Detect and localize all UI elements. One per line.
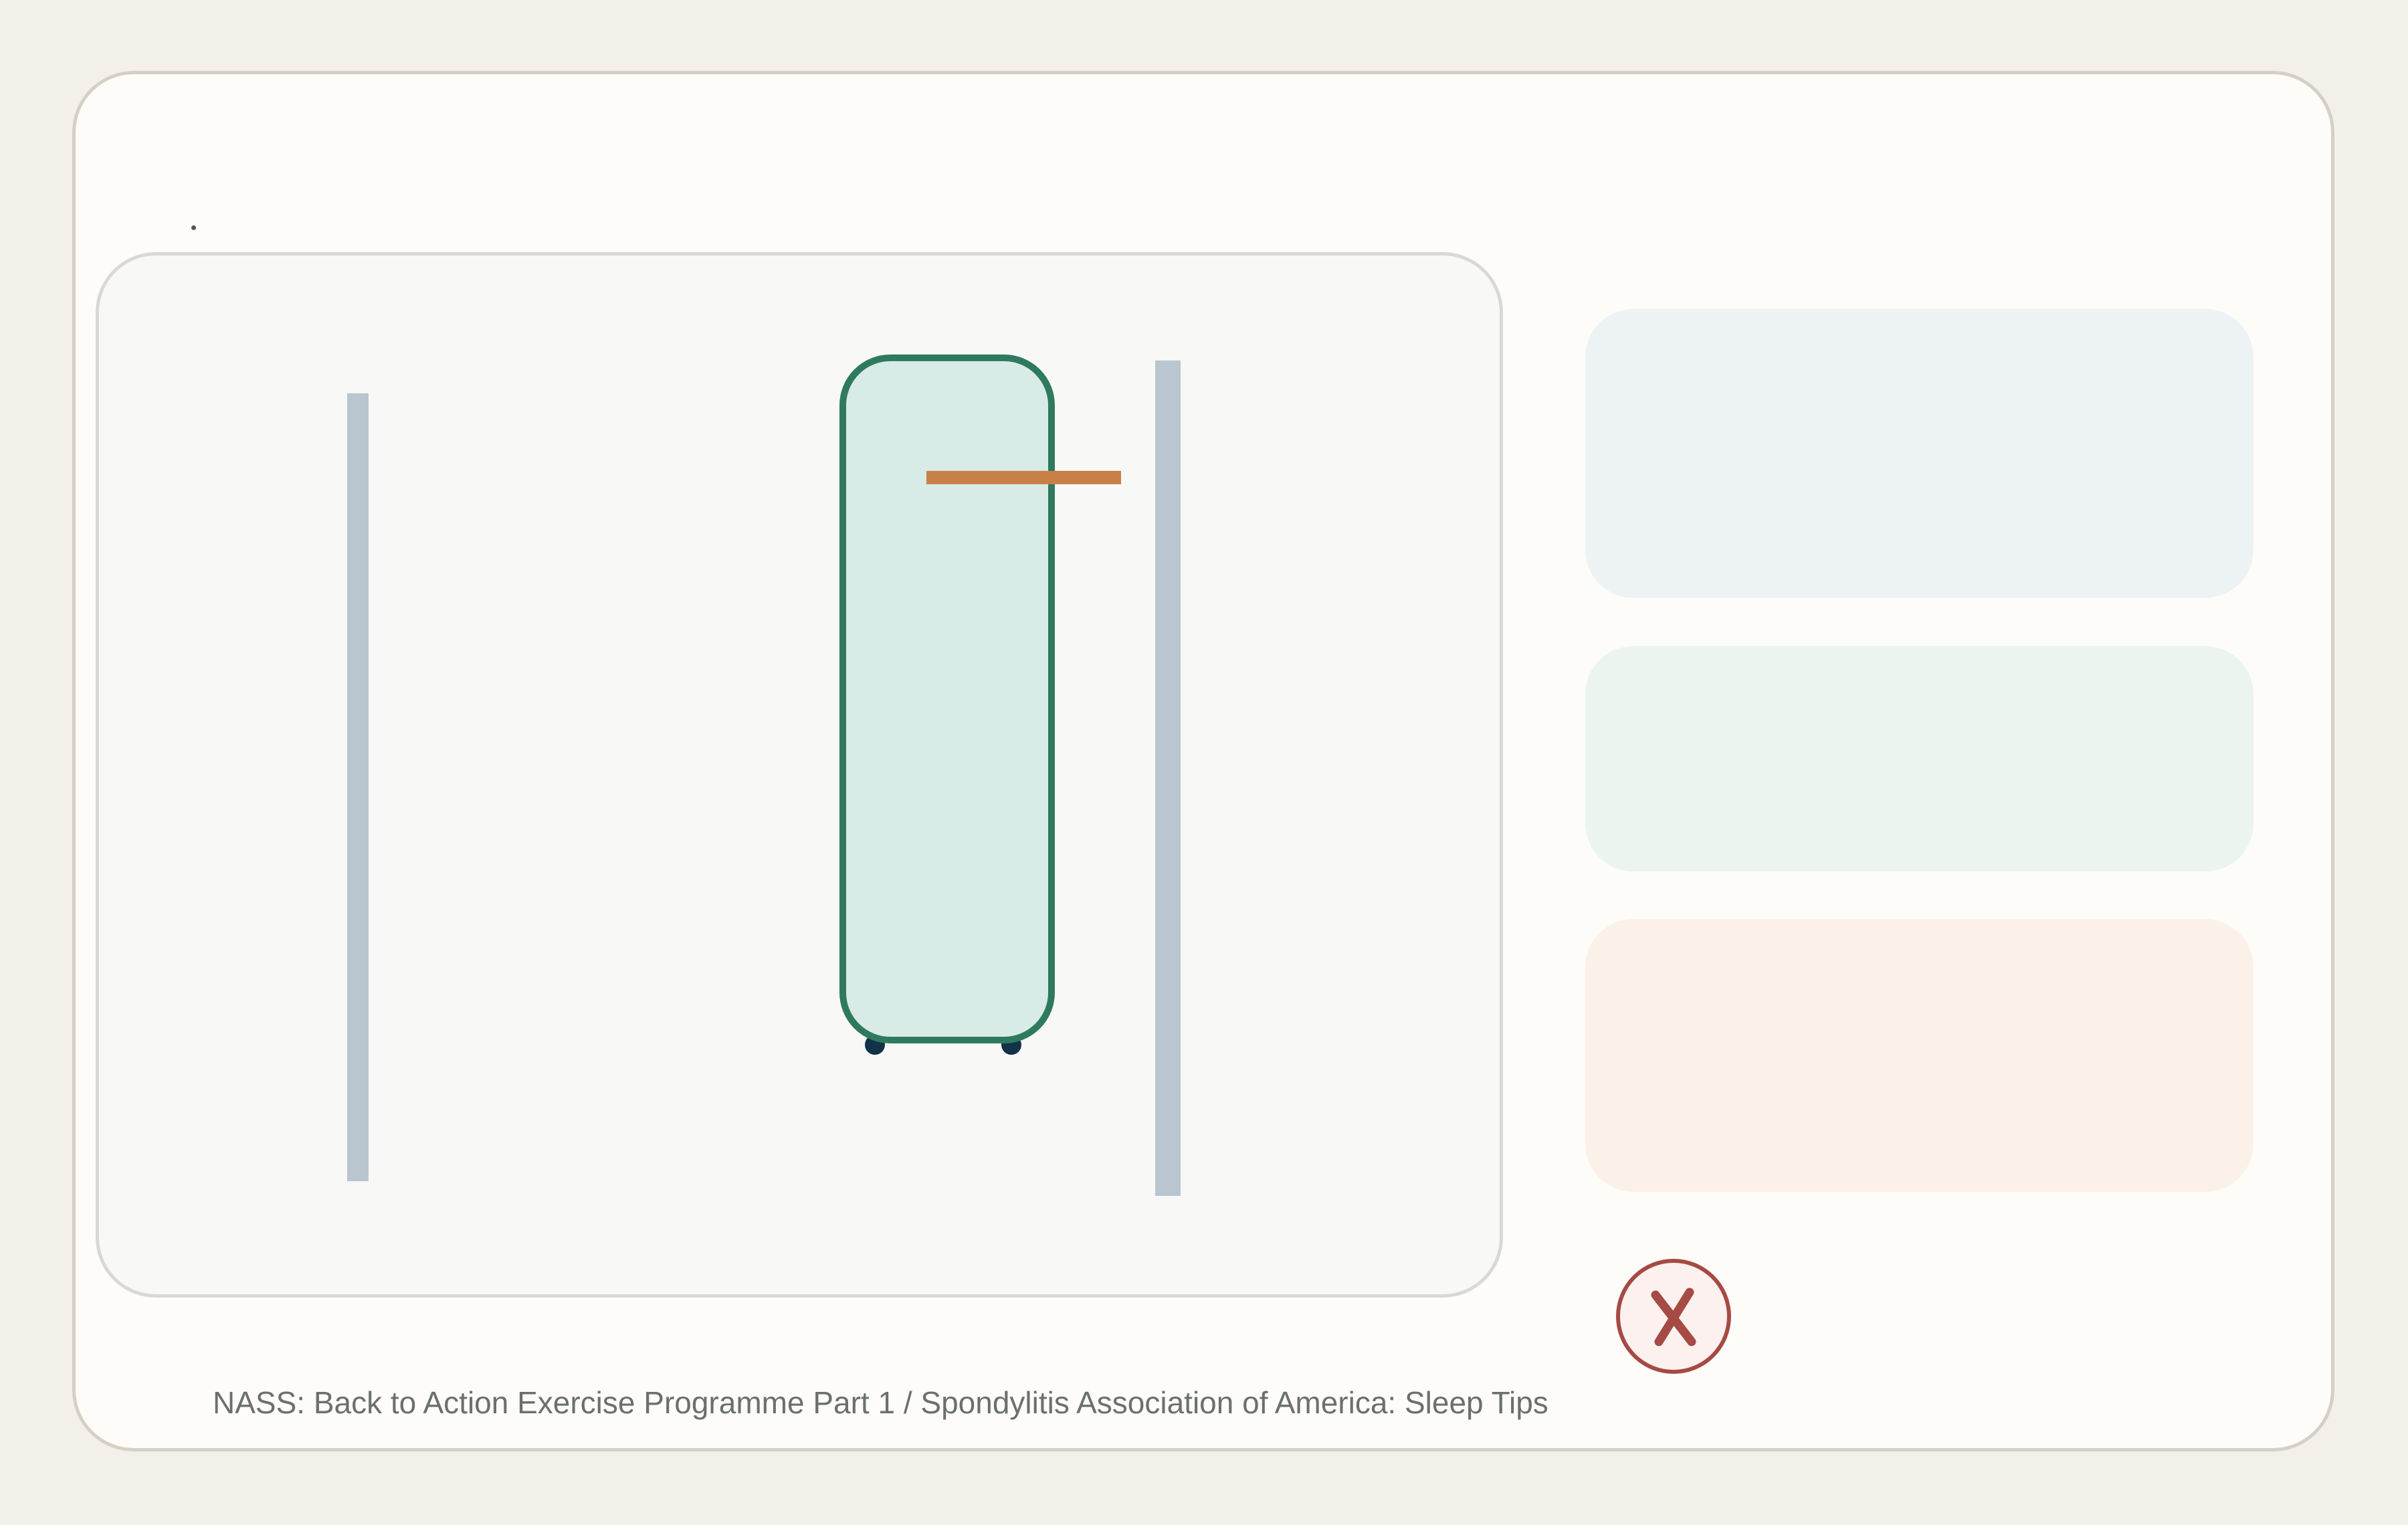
- upright-figure: [839, 354, 1055, 1043]
- horizontal-bar: [926, 471, 1121, 484]
- left-pole: [347, 393, 369, 1181]
- right-pole: [1155, 361, 1181, 1196]
- source-caption: NASS: Back to Action Exercise Programme …: [213, 1385, 1548, 1420]
- info-tile-green: [1585, 646, 2253, 872]
- stray-dot: [191, 225, 196, 230]
- x-mark-badge: [1616, 1259, 1731, 1374]
- illustration-panel: [96, 252, 1503, 1298]
- x-mark-icon: [1651, 1288, 1696, 1346]
- info-tile-blue: [1585, 309, 2253, 598]
- info-tile-orange: [1585, 919, 2253, 1192]
